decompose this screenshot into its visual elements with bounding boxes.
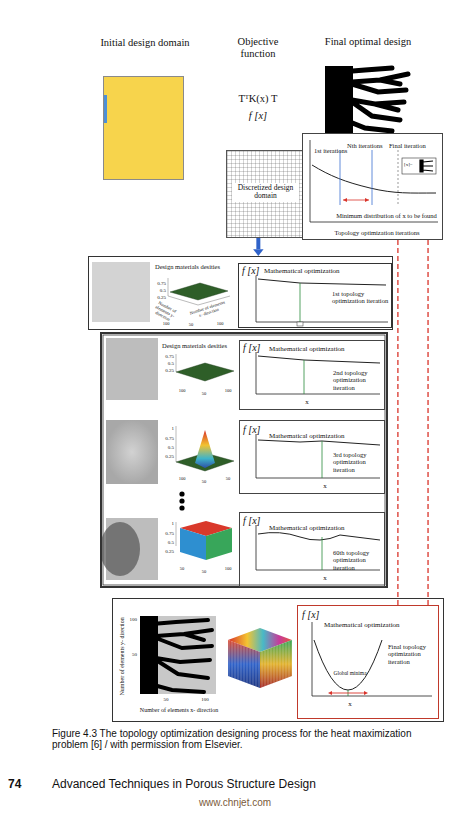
- optimization-chart: f [x] Mathematical optimization 60th topol…: [239, 512, 385, 587]
- optimization-chart: f [x] Mathematical optimization 3rd topolo…: [239, 420, 385, 494]
- node-text: x: [321, 483, 329, 491]
- optimization-chart: f [x] Mathematical optimization 2nd topolo…: [239, 340, 385, 410]
- tick-label: 1: [160, 426, 174, 432]
- node-text: Mathematical optimization: [269, 346, 369, 354]
- tick-label: 0.75: [160, 531, 174, 537]
- node-text: Mathematical optimization: [269, 525, 369, 533]
- node-text: 1st topology optimization iteration: [332, 290, 390, 305]
- node-text: 3rd topology optimization iteration: [333, 451, 383, 473]
- iteration-panel: Design materials desitiesf [x]Mathematic…: [88, 256, 393, 330]
- mesh-grid-box: Discretized design domain: [226, 150, 303, 238]
- node-text: Global minima: [330, 670, 370, 676]
- node-text: x: [346, 701, 354, 709]
- tick-label: 0.25: [152, 295, 166, 301]
- text-label: Advanced Techniques in Porous Structure …: [52, 778, 392, 791]
- tick-label: 0.75: [160, 436, 174, 442]
- tick-label: 0.5: [160, 361, 174, 367]
- node-text: Final optimal design: [318, 36, 418, 48]
- tick-label: 100: [214, 321, 226, 326]
- tick-label: 0.5: [160, 540, 174, 546]
- tick-label: 50: [199, 569, 209, 574]
- node-text: Design materials desities: [162, 342, 238, 349]
- tick-label: 100: [176, 476, 188, 481]
- tick-label: 100: [160, 321, 172, 326]
- tick-label: 1: [160, 521, 174, 527]
- node-text: 60th topology optimization iteration: [333, 549, 383, 571]
- text-label: Number of elements x- direction: [187, 299, 228, 321]
- tick-label: 0.5: [152, 288, 166, 294]
- connector-line: [256, 238, 260, 249]
- figure-caption: Figure 4.3 The topology optimization des…: [52, 728, 432, 750]
- design-domain-box: Initial design domain: [103, 76, 184, 180]
- tick-label: 100: [198, 697, 212, 703]
- tick-label: 0.25: [160, 368, 174, 374]
- final-chart: f [x]Mathematical optimizationGlobal min…: [297, 605, 439, 719]
- optimal-design-image: Final optimal design: [325, 66, 411, 150]
- node-text: Minimum distribution of x to be found: [334, 212, 439, 219]
- node-text: Discretized design domain: [232, 183, 299, 202]
- node-text: 2nd topology optimization iteration: [333, 369, 383, 391]
- tick-label: 50: [176, 566, 188, 571]
- text-label: TᵀK(x) T: [218, 93, 298, 105]
- tick-label: 0.75: [152, 281, 166, 287]
- tick-label: 50: [222, 476, 234, 481]
- node-text: Nth iterations: [347, 142, 387, 149]
- node-text: x: [321, 575, 329, 583]
- node-text: Design materials desities: [155, 263, 235, 270]
- tick-label: 100: [126, 617, 137, 623]
- node-text: f [x]: [243, 515, 265, 526]
- tick-label: 0.5: [160, 445, 174, 451]
- optimization-chart: f [x]Mathematical optimization 1st topolo…: [238, 263, 392, 328]
- node-text: f [x]: [243, 342, 265, 353]
- tick-label: 100: [176, 388, 188, 393]
- convergence-chart: 1st iterationsNth iterationsFinal iterat…: [302, 133, 443, 240]
- node-text: Number of elements y- direction: [119, 606, 126, 706]
- tick-label: 100: [222, 566, 234, 571]
- tick-label: 100: [222, 388, 234, 393]
- text-label: [x]=: [404, 162, 420, 168]
- iteration-panel: Design materials desities f [x] Mathematic…: [100, 332, 388, 588]
- node-text: f [x]: [302, 609, 324, 620]
- tick-label: 0.25: [160, 549, 174, 555]
- node-text: x: [303, 399, 311, 407]
- node-text: 1st iterations: [314, 147, 348, 154]
- tick-label: 50: [160, 697, 172, 703]
- tick-label: 74: [8, 778, 38, 791]
- connector: [398, 240, 428, 605]
- final-panel: Number of elements y- directionNumber of…: [112, 598, 444, 722]
- tick-label: 50: [186, 322, 196, 327]
- node-text: Topology optimization iterations: [321, 229, 433, 236]
- node-text: Final topology optimization iteration: [388, 643, 438, 665]
- node-text: Mathematical optimization: [269, 433, 369, 441]
- arrow-head: [253, 249, 263, 256]
- tick-label: 50: [199, 391, 209, 396]
- tick-label: 0.25: [160, 454, 174, 460]
- connector-line: [397, 240, 398, 605]
- node-text: Final iteration: [389, 142, 439, 149]
- connector-line: [427, 240, 428, 605]
- tick-label: 0.75: [160, 354, 174, 360]
- node-text: Mathematical optimization: [264, 268, 364, 276]
- node-text: Number of elements x- direction: [129, 707, 229, 714]
- node-text: Mathematical optimization: [324, 622, 424, 630]
- tick-label: 50: [126, 652, 137, 658]
- node-text: f [x]: [242, 265, 264, 276]
- text-label: www.chnjet.com: [175, 797, 295, 808]
- text-label: Objective function: [228, 36, 288, 60]
- connector: [253, 238, 263, 256]
- node-text: f [x]: [243, 424, 265, 435]
- text-label: f [x]: [218, 110, 298, 122]
- tick-label: 50: [199, 479, 209, 484]
- node-text: Initial design domain: [93, 37, 197, 49]
